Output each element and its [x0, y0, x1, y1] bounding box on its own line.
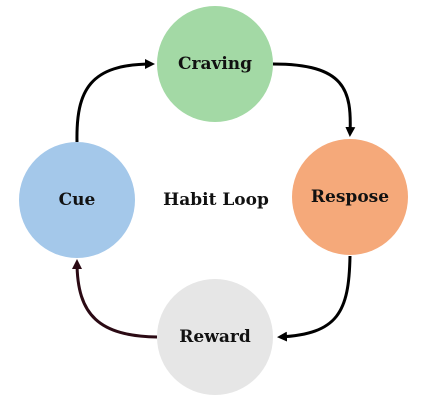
edge-craving-to-respose [272, 62, 356, 137]
node-reward: Reward [157, 279, 273, 395]
node-reward-circle [157, 279, 273, 395]
edge-reward-to-cue [72, 259, 158, 339]
node-craving: Craving [157, 6, 273, 122]
node-reward-label: Reward [179, 327, 251, 347]
node-cue-label: Cue [59, 190, 96, 210]
node-craving-label: Craving [178, 54, 252, 74]
diagram-title: Habit Loop [163, 190, 269, 210]
node-cue: Cue [19, 142, 135, 258]
edge-cue-to-craving [75, 59, 155, 143]
node-cue-circle [19, 142, 135, 258]
node-respose: Respose [292, 139, 408, 255]
node-respose-label: Respose [311, 187, 389, 207]
node-craving-circle [157, 6, 273, 122]
node-respose-circle [292, 139, 408, 255]
edge-respose-to-reward [277, 255, 352, 342]
